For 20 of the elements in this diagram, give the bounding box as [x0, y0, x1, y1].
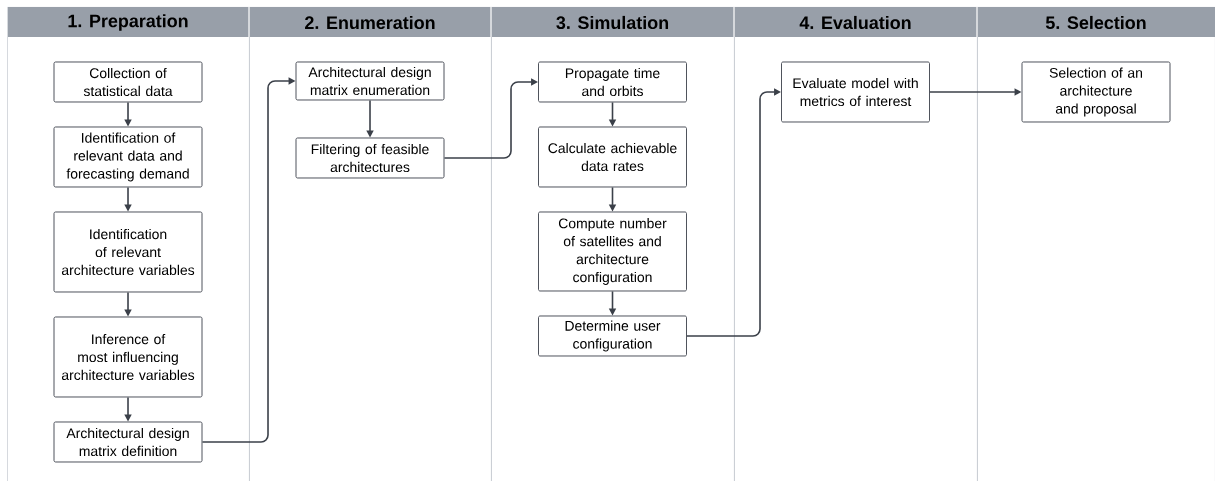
- process-box: Identification of relevant data and forecasting demand: [53, 126, 203, 188]
- process-box: Inference of most influencing architecture variables: [53, 316, 203, 398]
- lane-header: 5. Selection: [977, 7, 1215, 37]
- lane-header: 4. Evaluation: [734, 7, 977, 37]
- process-box: Architectural design matrix definition: [53, 421, 203, 463]
- lane-header: 1. Preparation: [7, 7, 249, 37]
- arrow: [443, 78, 538, 159]
- process-box: Determine user configuration: [538, 315, 687, 357]
- lane-header: 3. Simulation: [491, 7, 734, 37]
- process-box: Filtering of feasible architectures: [295, 137, 445, 179]
- process-box: Identification of relevant architecture variables: [53, 211, 203, 293]
- process-box: Evaluate model with metrics of interest: [781, 61, 930, 123]
- lane-header: 2. Enumeration: [249, 7, 491, 37]
- process-box: Selection of an architecture and proposal: [1021, 61, 1171, 123]
- process-box: Propagate time and orbits: [538, 61, 687, 103]
- arrow: [686, 88, 781, 337]
- process-box: Architectural design matrix enumeration: [295, 61, 445, 101]
- process-box: Compute number of satellites and architecture configuration: [538, 211, 687, 292]
- process-box: Collection of statistical data: [53, 61, 203, 103]
- process-box: Calculate achievable data rates: [538, 126, 687, 188]
